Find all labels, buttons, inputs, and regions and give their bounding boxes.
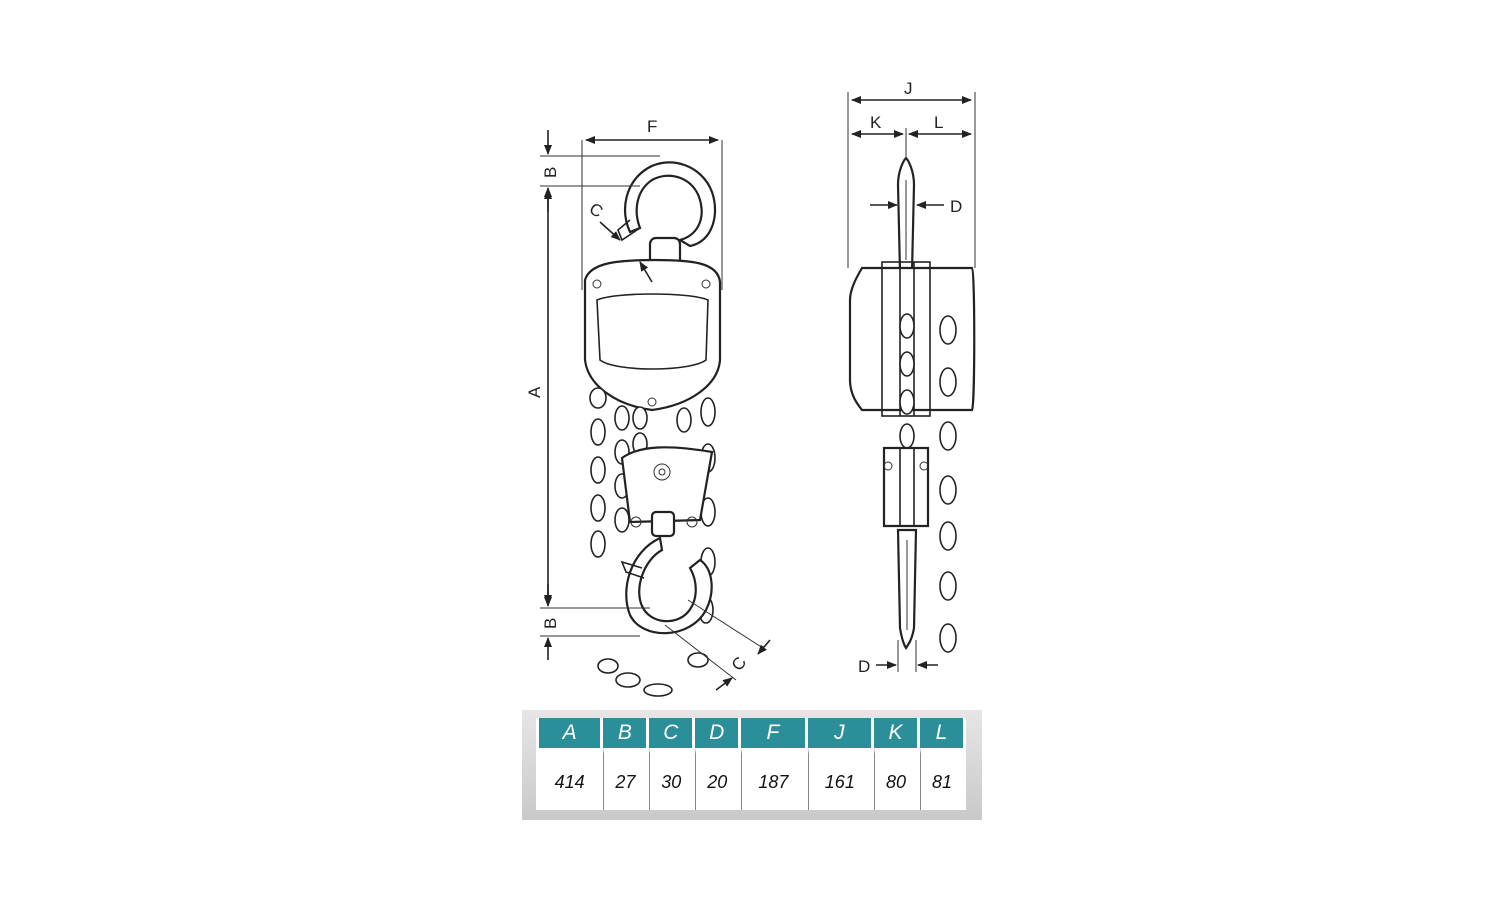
spec-table-frame: A B C D F J K L 414 27 30 20 187 161 80 … — [522, 710, 982, 820]
dim-label-K: K — [870, 113, 882, 132]
side-view — [848, 156, 976, 653]
spec-table-header-row: A B C D F J K L — [539, 718, 963, 748]
spec-value-J: 161 — [807, 748, 872, 810]
spec-value-A: 414 — [539, 748, 601, 810]
spec-value-F: 187 — [741, 748, 805, 810]
dim-label-D-bottom: D — [858, 657, 870, 676]
dim-label-B-bottom: B — [541, 618, 560, 629]
dim-label-C-bottom: C — [728, 653, 751, 674]
front-chains — [589, 387, 716, 697]
spec-header-F: F — [741, 718, 805, 748]
side-hand-chain — [939, 315, 957, 653]
side-load-chain — [899, 313, 915, 449]
hook-block — [620, 446, 714, 524]
dim-label-D-top: D — [950, 197, 962, 216]
bottom-hook — [625, 536, 713, 635]
side-hook-block — [882, 446, 930, 528]
spec-table-value-row: 414 27 30 20 187 161 80 81 — [539, 748, 963, 810]
spec-header-L: L — [919, 718, 963, 748]
spec-value-K: 80 — [874, 748, 917, 810]
front-view — [583, 161, 722, 697]
dim-label-F: F — [647, 117, 657, 136]
spec-header-J: J — [807, 718, 872, 748]
spec-value-B: 27 — [603, 748, 647, 810]
hoist-body — [583, 258, 722, 412]
dim-label-C-top: C — [586, 199, 606, 222]
top-hook — [624, 161, 717, 248]
spec-header-K: K — [874, 718, 917, 748]
spec-value-C: 30 — [649, 748, 693, 810]
dim-label-L: L — [934, 113, 943, 132]
dim-label-A: A — [525, 386, 544, 398]
spec-header-D: D — [695, 718, 739, 748]
spec-value-D: 20 — [695, 748, 739, 810]
spec-header-C: C — [649, 718, 693, 748]
spec-header-A: A — [539, 718, 601, 748]
spec-value-L: 81 — [919, 748, 963, 810]
dim-label-B-top: B — [541, 167, 560, 178]
side-dimensions: J K L D D — [847, 79, 976, 676]
spec-header-B: B — [603, 718, 647, 748]
dimension-spec-table: A B C D F J K L 414 27 30 20 187 161 80 … — [536, 718, 966, 810]
dim-label-J: J — [904, 79, 913, 98]
